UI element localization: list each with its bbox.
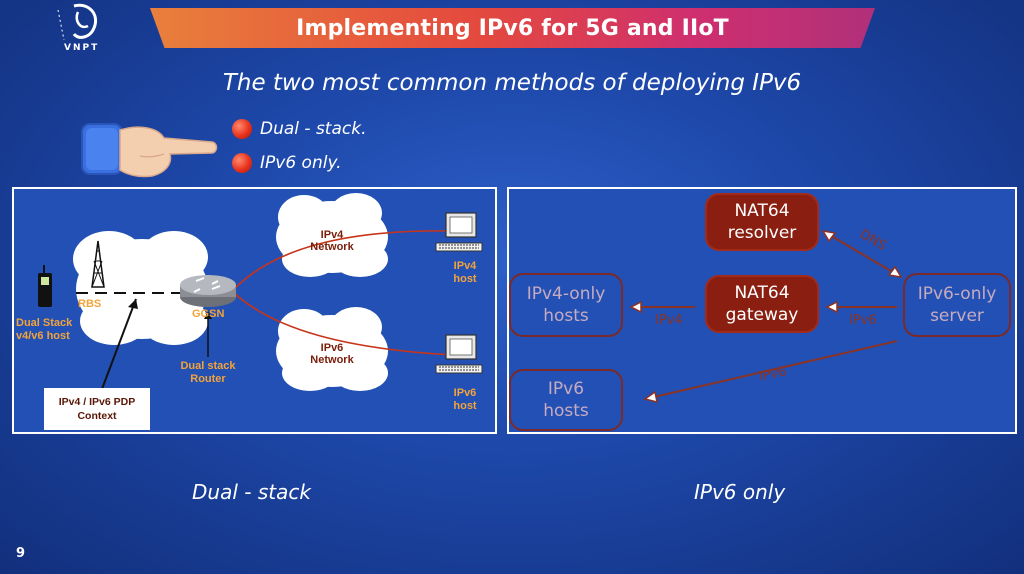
ggsn-label: GGSN: [192, 308, 224, 320]
router-icon: [180, 275, 236, 307]
caption-dual-stack: Dual - stack: [192, 480, 311, 504]
pointing-hand-icon: [80, 116, 220, 186]
nat64-resolver-node: NAT64 resolver: [705, 193, 819, 251]
rbs-label: RBS: [78, 298, 101, 310]
ipv6-hosts-label: IPv6 hosts: [543, 379, 589, 421]
ipv6-host-computer-icon: [435, 334, 483, 374]
subtitle: The two most common methods of deploying…: [222, 70, 802, 96]
ipv6-arrow-label: IPv6: [849, 313, 877, 328]
mobile-phone-icon: [38, 265, 52, 307]
title-banner: Implementing IPv6 for 5G and IIoT: [150, 8, 875, 48]
bullet-label: Dual - stack.: [260, 119, 367, 139]
ipv4-only-hosts-node: IPv4-only hosts: [509, 273, 623, 337]
nat64-resolver-label: NAT64 resolver: [727, 201, 797, 243]
bullet-dual-stack: Dual - stack.: [232, 119, 366, 139]
ipv6-only-diagram: NAT64 resolver NAT64 gateway IPv4-only h…: [507, 187, 1017, 434]
bullet-ipv6-only: IPv6 only.: [232, 153, 342, 173]
ipv6-only-server-label: IPv6-only server: [917, 284, 997, 326]
caption-ipv6-only: IPv6 only: [694, 480, 786, 504]
pdp-context-label: IPv4 / IPv6 PDP Context: [58, 396, 136, 422]
nat64-gateway-node: NAT64 gateway: [705, 275, 819, 333]
pdp-context-box: IPv4 / IPv6 PDP Context: [44, 388, 150, 430]
nat64-gateway-label: NAT64 gateway: [725, 283, 799, 325]
page-title: Implementing IPv6 for 5G and IIoT: [296, 15, 729, 41]
ipv6-hosts-node: IPv6 hosts: [509, 369, 623, 431]
ipv4-arrow-label: IPv4: [655, 313, 683, 328]
vnpt-logo: [44, 0, 126, 62]
base-station-tower-icon: [91, 240, 105, 288]
red-dot-icon: [232, 119, 252, 139]
ipv4-only-hosts-label: IPv4-only hosts: [526, 284, 606, 326]
ipv6-only-server-node: IPv6-only server: [903, 273, 1011, 337]
page-number: 9: [16, 546, 26, 561]
access-cloud: [73, 231, 208, 345]
logo-text: VNPT: [64, 43, 100, 53]
red-dot-icon: [232, 153, 252, 173]
bullet-label: IPv6 only.: [260, 153, 342, 173]
ipv4-host-computer-icon: [435, 212, 483, 252]
ipv4-network-cloud: [276, 193, 388, 277]
